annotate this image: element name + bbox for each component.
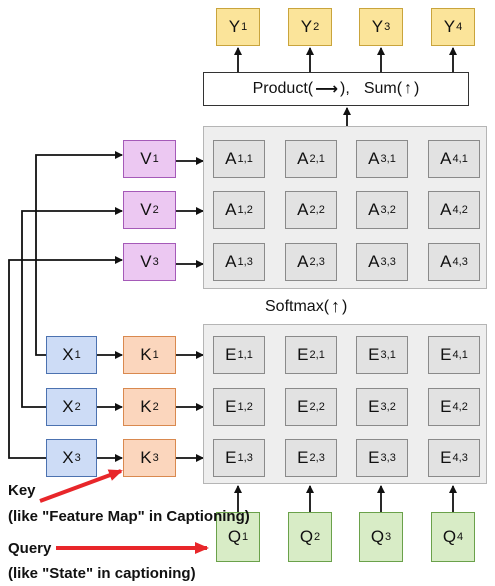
product-sum-box: Product(⟶),Sum(↑)	[203, 72, 469, 106]
up-arrow-icon: ↑	[331, 296, 341, 316]
query-annotation-subtitle: (like "State" in captioning)	[8, 565, 196, 582]
softmax-label: Softmax(↑)	[265, 296, 348, 316]
wire-x2-v2	[21, 207, 123, 408]
wire-x3-v3	[8, 256, 123, 459]
right-arrow-icon: ⟶	[315, 81, 339, 98]
key-annotation-subtitle: (like "Feature Map" in Captioning)	[8, 508, 250, 525]
key-annotation-arrow	[39, 469, 123, 503]
key-annotation-title: Key	[8, 482, 36, 499]
wire-x1-v1	[35, 151, 123, 356]
query-annotation-title: Query	[8, 540, 52, 557]
up-arrow-icon: ↑	[404, 80, 413, 97]
